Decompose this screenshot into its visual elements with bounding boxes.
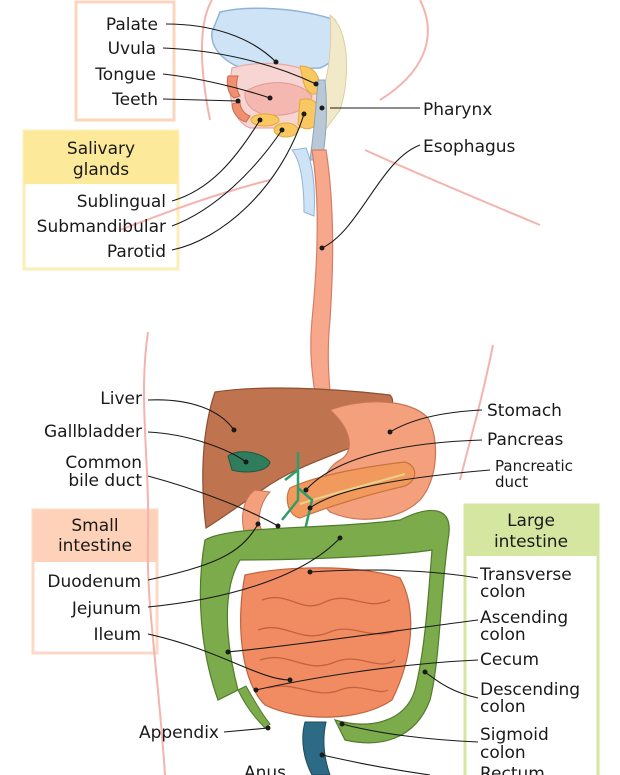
label-box-mouth bbox=[74, 0, 176, 122]
tongue-shape bbox=[244, 82, 313, 116]
label-parotid: Parotid bbox=[107, 242, 166, 262]
leader-lines bbox=[147, 23, 491, 775]
salivary-title-line2: glands bbox=[73, 160, 129, 180]
label-appendix: Appendix bbox=[139, 723, 219, 743]
pancreas-shape bbox=[286, 461, 416, 519]
appendix-shape bbox=[237, 685, 271, 729]
submandibular-gland bbox=[273, 122, 299, 138]
label-descending-line2: colon bbox=[480, 697, 526, 717]
small-intestine-folds bbox=[257, 596, 399, 694]
label-pharynx: Pharynx bbox=[423, 100, 492, 120]
label-ascending-line1: Ascending bbox=[480, 608, 568, 628]
label-transverse-line2: colon bbox=[480, 582, 526, 602]
label-pancreas: Pancreas bbox=[487, 430, 564, 450]
label-teeth: Teeth bbox=[111, 90, 158, 110]
leader-dots bbox=[225, 59, 428, 758]
large-intestine-title-line1: Large bbox=[507, 511, 555, 531]
label-box-small-intestine bbox=[31, 508, 159, 655]
bile-duct-tree bbox=[281, 452, 314, 531]
teeth-lower bbox=[231, 101, 251, 123]
small-intestine-title-line2: intestine bbox=[58, 536, 132, 556]
label-sigmoid-line2: colon bbox=[480, 743, 526, 763]
label-palate: Palate bbox=[106, 15, 158, 35]
label-box-salivary-glands bbox=[22, 129, 180, 271]
body-outline bbox=[119, 0, 541, 775]
label-anus: Anus bbox=[244, 763, 286, 775]
sublingual-gland bbox=[250, 113, 280, 127]
large-intestine-shape bbox=[199, 509, 450, 744]
label-tongue: Tongue bbox=[94, 65, 156, 85]
label-duodenum: Duodenum bbox=[47, 572, 141, 592]
label-pancreatic-duct-line1: Pancreatic bbox=[495, 457, 573, 475]
label-ascending-line2: colon bbox=[480, 625, 526, 645]
small-intestine-title-line1: Small bbox=[71, 516, 118, 536]
label-submandibular: Submandibular bbox=[37, 217, 166, 237]
label-liver: Liver bbox=[100, 389, 142, 409]
label-common-bile-line2: bile duct bbox=[68, 471, 142, 491]
salivary-title-line1: Salivary bbox=[67, 139, 135, 159]
label-jejunum: Jejunum bbox=[71, 599, 141, 619]
pancreatic-duct-line bbox=[299, 473, 406, 505]
text-labels: Palate Uvula Tongue Teeth Pharynx Esopha… bbox=[37, 15, 580, 775]
label-transverse-line1: Transverse bbox=[479, 565, 572, 585]
label-stomach: Stomach bbox=[487, 401, 562, 421]
label-rectum: Rectum bbox=[480, 764, 545, 775]
label-esophagus: Esophagus bbox=[423, 137, 516, 157]
label-sublingual: Sublingual bbox=[77, 192, 166, 212]
small-intestine-shape bbox=[240, 567, 412, 718]
label-uvula: Uvula bbox=[108, 39, 156, 59]
larynx bbox=[291, 147, 315, 217]
label-box-large-intestine bbox=[463, 503, 600, 775]
label-cecum: Cecum bbox=[480, 650, 539, 670]
rectum-shape bbox=[302, 721, 331, 775]
label-ileum: Ileum bbox=[93, 625, 141, 645]
label-gallbladder: Gallbladder bbox=[44, 422, 142, 442]
label-descending-line1: Descending bbox=[480, 680, 580, 700]
large-intestine-title-line2: intestine bbox=[494, 532, 568, 552]
label-common-bile-line1: Common bbox=[65, 453, 142, 473]
label-pancreatic-duct-line2: duct bbox=[495, 473, 528, 491]
label-sigmoid-line1: Sigmoid bbox=[480, 725, 549, 745]
